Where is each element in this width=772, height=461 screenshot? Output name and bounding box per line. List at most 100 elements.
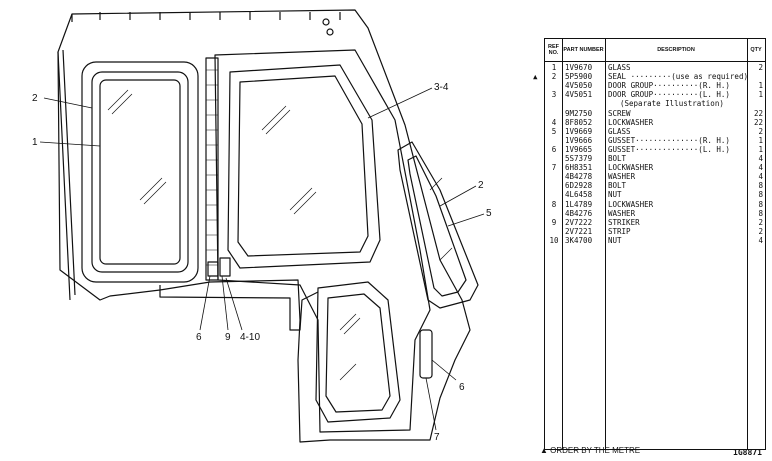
row-part-number: 4V5051 — [565, 90, 593, 100]
row-description: NUT — [608, 235, 622, 245]
cab-top-rib — [71, 12, 341, 22]
row-part-number: 4L6458 — [565, 190, 593, 200]
callout-6-right: 6 — [459, 382, 465, 393]
row-ref: 2 — [551, 72, 557, 82]
col-divider-desc — [747, 39, 748, 449]
mount-hole-2 — [326, 28, 334, 36]
row-ref: 8 — [551, 199, 557, 209]
row-qty: 8 — [758, 199, 763, 209]
callout-1: 1 — [32, 137, 38, 148]
row-qty: 2 — [758, 126, 763, 136]
row-qty: 1 — [758, 81, 763, 91]
row-part-number: 1V9666 — [565, 135, 593, 145]
row-part-number: 9M2750 — [565, 108, 593, 118]
cab-outer-outline — [57, 9, 471, 443]
row-description: DOOR GROUP··········(L. H.) — [608, 90, 730, 100]
row-part-number: 6H8351 — [565, 163, 593, 173]
hinge-ticks — [206, 69, 218, 266]
striker — [207, 261, 219, 277]
leader-2 — [39, 141, 101, 147]
callout-2-right: 2 — [478, 180, 484, 191]
row-qty: 1 — [758, 90, 763, 100]
side-window-frame — [397, 141, 479, 309]
leader-9 — [431, 359, 457, 381]
row-description: STRIP — [608, 226, 631, 236]
mount-hole — [322, 18, 330, 26]
leader-1 — [43, 97, 93, 109]
row-ref: 4 — [551, 117, 557, 127]
table-header: REF NO. PART NUMBER DESCRIPTION QTY — [545, 39, 765, 62]
callout-6-lower: 6 — [196, 332, 202, 343]
callout-5: 5 — [486, 208, 492, 219]
row-description: BOLT — [608, 154, 627, 163]
row-qty: 2 — [758, 217, 763, 227]
door-lower-window-glass — [325, 293, 391, 413]
callout-7: 7 — [434, 432, 440, 443]
row-part-number: 6D2928 — [565, 181, 593, 191]
row-part-number: 2V7222 — [565, 217, 593, 227]
row-description: NUT — [608, 190, 622, 200]
row-part-number: 5P5900 — [565, 72, 593, 82]
row-qty: 2 — [758, 63, 763, 72]
door-upper-window-glass — [237, 75, 369, 257]
side-window-glass — [407, 155, 467, 297]
hinge-strip — [205, 57, 219, 281]
cab-left-edge — [57, 49, 76, 301]
row-description: GLASS — [608, 63, 631, 72]
row-qty: 22 — [753, 117, 763, 127]
table-row: 8 1L4789 LOCKWASHER 8 — [545, 200, 765, 209]
row-qty: 4 — [758, 154, 763, 163]
row-description: DOOR GROUP··········(R. H.) — [608, 81, 730, 91]
row-description: LOCKWASHER — [608, 117, 654, 127]
row-part-number: 4B4276 — [565, 208, 593, 218]
row-description: GLASS — [608, 126, 631, 136]
plate-number: 1G8871 — [733, 448, 762, 457]
leader-4 — [439, 185, 477, 207]
lower-panel — [159, 285, 319, 331]
callout-leaders — [39, 87, 485, 431]
left-window-frame — [81, 61, 199, 283]
col-divider-part — [605, 39, 606, 449]
row-note: (Separate Illustration) — [620, 99, 724, 109]
left-window-glass — [99, 79, 181, 265]
leader-7 — [221, 275, 229, 331]
row-part-number: 8F8052 — [565, 117, 593, 127]
left-window-seal — [91, 71, 189, 273]
leader-10 — [425, 377, 437, 431]
row-part-number: 3K4700 — [565, 235, 593, 245]
row-description: LOCKWASHER — [608, 163, 654, 173]
col-divider-ref — [562, 39, 563, 449]
row-part-number: 1L4789 — [565, 199, 593, 209]
leader-6 — [199, 275, 211, 331]
header-description: DESCRIPTION — [657, 47, 695, 53]
row-ref: 10 — [549, 235, 559, 245]
row-part-number: 4V5050 — [565, 81, 593, 91]
row-qty: 8 — [758, 190, 763, 200]
leader-5 — [447, 213, 485, 227]
row-ref: 9 — [551, 217, 557, 227]
table-row: (Separate Illustration) — [545, 99, 765, 108]
row-part-number: 1V9670 — [565, 63, 593, 72]
callout-2-left: 2 — [32, 93, 38, 104]
exploded-view-drawing: 2 1 3-4 2 5 6 9 4-10 6 7 — [32, 9, 492, 443]
row-ref: 7 — [551, 163, 557, 173]
row-qty: 2 — [758, 226, 763, 236]
row-marker: ▲ — [533, 72, 538, 82]
header-qty: QTY — [750, 47, 762, 53]
row-ref: 1 — [551, 63, 557, 72]
row-qty: 1 — [758, 144, 763, 154]
row-qty: 8 — [758, 181, 763, 191]
row-description: WASHER — [608, 172, 636, 182]
glass-reflection-marks — [107, 89, 453, 381]
row-description: LOCKWASHER — [608, 199, 654, 209]
